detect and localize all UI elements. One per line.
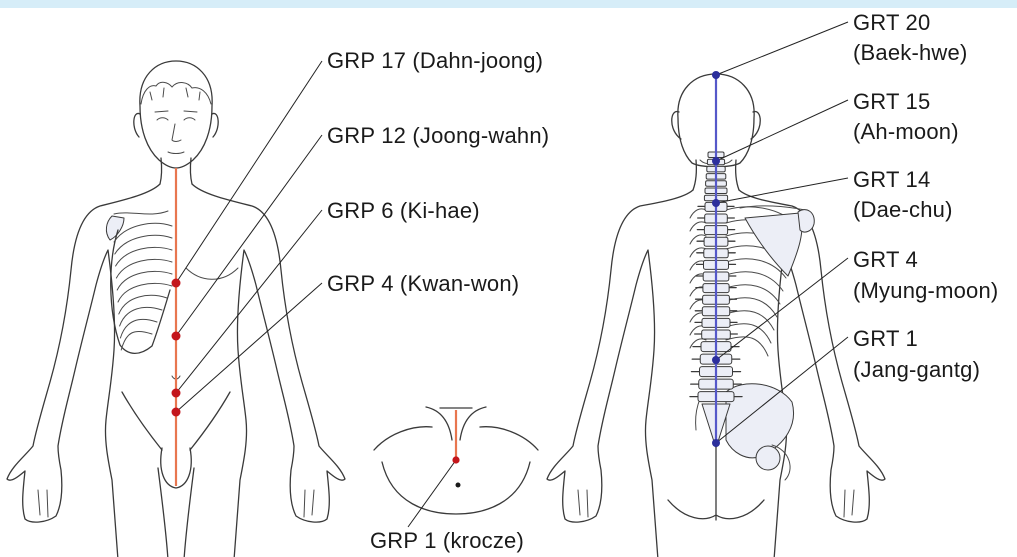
back-rib-stub bbox=[690, 209, 706, 218]
point-grp17 bbox=[172, 279, 181, 288]
point-grt20 bbox=[712, 71, 720, 79]
front-points bbox=[172, 279, 461, 488]
humerus-head bbox=[798, 210, 814, 232]
back-labels: GRT 20 (Baek-hwe) GRT 15 (Ah-moon) GRT 1… bbox=[853, 10, 998, 382]
label-grp6: GRP 6 (Ki-hae) bbox=[327, 198, 480, 223]
perineum-left-thigh bbox=[374, 427, 432, 450]
point-grt1 bbox=[712, 439, 720, 447]
label-grt4-name: (Myung-moon) bbox=[853, 278, 998, 303]
label-grt15-code: GRT 15 bbox=[853, 89, 930, 114]
label-grt14-name: (Dae-chu) bbox=[853, 197, 953, 222]
back-rib bbox=[726, 298, 777, 317]
front-labels: GRP 17 (Dahn-joong) GRP 12 (Joong-wahn) … bbox=[327, 48, 549, 553]
label-grt14-code: GRT 14 bbox=[853, 167, 930, 192]
leader-grt15 bbox=[716, 100, 848, 161]
front-rib bbox=[121, 331, 152, 350]
label-grp17: GRP 17 (Dahn-joong) bbox=[327, 48, 543, 73]
point-grt14 bbox=[712, 199, 720, 207]
front-rib bbox=[115, 235, 172, 254]
hip-joint bbox=[756, 446, 780, 470]
front-rib bbox=[116, 247, 172, 266]
leader-grp17 bbox=[176, 61, 322, 283]
leader-grp6 bbox=[176, 210, 322, 393]
front-ribs bbox=[114, 223, 172, 350]
front-rib bbox=[119, 295, 167, 314]
front-fingers bbox=[38, 490, 314, 517]
label-grp4: GRP 4 (Kwan-won) bbox=[327, 271, 519, 296]
perineum-lower-outline bbox=[382, 462, 530, 514]
leader-grp4 bbox=[176, 283, 322, 412]
front-body-left-outline bbox=[7, 184, 160, 557]
perineum-anus-mark bbox=[456, 483, 461, 488]
point-grt4 bbox=[712, 356, 720, 364]
point-grt15 bbox=[712, 157, 720, 165]
perineum-right-thigh bbox=[480, 427, 538, 450]
leader-grt14 bbox=[716, 178, 848, 203]
back-gluteal-lines bbox=[668, 448, 764, 520]
back-body-left-outline bbox=[547, 190, 693, 557]
front-rib bbox=[120, 307, 162, 326]
front-pectoral-line bbox=[186, 268, 238, 279]
label-grt4-code: GRT 4 bbox=[853, 247, 918, 272]
leader-grt20 bbox=[716, 22, 848, 75]
front-left-ear bbox=[134, 113, 140, 137]
front-shoulder-joint bbox=[106, 216, 124, 240]
front-right-ear bbox=[212, 113, 218, 137]
front-rib bbox=[118, 283, 172, 302]
front-rib bbox=[120, 319, 157, 338]
leader-grp12 bbox=[176, 135, 322, 336]
front-nose bbox=[172, 124, 181, 142]
point-grp1 bbox=[452, 456, 459, 463]
front-hairline bbox=[141, 82, 211, 104]
point-grp12 bbox=[172, 332, 181, 341]
front-eyebrows bbox=[155, 111, 197, 112]
front-mouth bbox=[168, 152, 184, 154]
front-eyes bbox=[157, 118, 195, 120]
label-grt15-name: (Ah-moon) bbox=[853, 119, 959, 144]
front-body-right-outline bbox=[192, 184, 345, 557]
label-grt20-code: GRT 20 bbox=[853, 10, 930, 35]
front-rib bbox=[117, 271, 172, 290]
label-grt20-name: (Baek-hwe) bbox=[853, 40, 967, 65]
label-grp1: GRP 1 (krocze) bbox=[370, 528, 524, 553]
label-grt1-name: (Jang-gantg) bbox=[853, 357, 980, 382]
point-grp4 bbox=[172, 408, 181, 417]
leader-grp1 bbox=[408, 460, 456, 527]
top-band bbox=[0, 0, 1017, 8]
front-hair-strands bbox=[150, 88, 200, 100]
label-grp12: GRP 12 (Joong-wahn) bbox=[327, 123, 549, 148]
point-grp6 bbox=[172, 389, 181, 398]
ilium bbox=[726, 384, 794, 458]
front-rib bbox=[116, 259, 172, 278]
label-grt1-code: GRT 1 bbox=[853, 326, 918, 351]
front-head bbox=[140, 61, 212, 168]
front-clavicle bbox=[114, 211, 168, 214]
